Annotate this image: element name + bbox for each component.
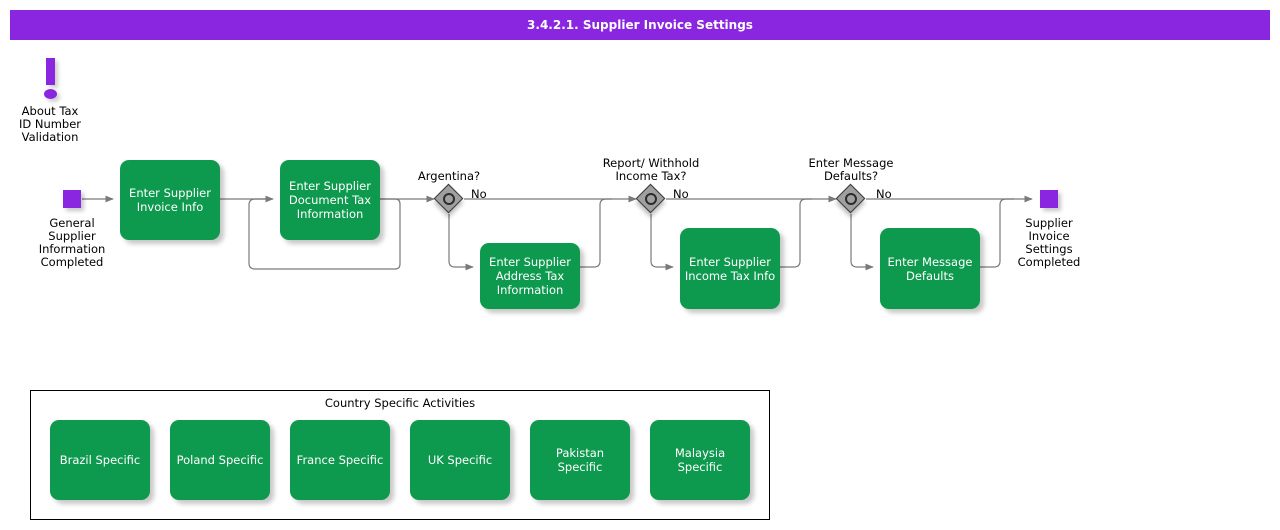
task-label: Enter Message Defaults: [887, 254, 973, 283]
flow-gw-income-tax-to-task: [650, 214, 674, 271]
task-label: Enter Supplier Invoice Info: [129, 186, 211, 214]
flow-gw-argentina-to-address-tax: [448, 214, 474, 271]
task-brazil-specific[interactable]: Brazil Specific: [50, 420, 150, 500]
end-event-supplier-invoice-settings-completed[interactable]: [1040, 190, 1058, 208]
page-title: 3.4.2.1. Supplier Invoice Settings: [527, 18, 753, 32]
task-uk-specific[interactable]: UK Specific: [410, 420, 510, 500]
task-label: Enter Supplier Income Tax Info: [684, 254, 776, 283]
task-poland-specific[interactable]: Poland Specific: [170, 420, 270, 500]
task-enter-supplier-invoice-info[interactable]: Enter Supplier Invoice Info: [120, 160, 220, 240]
start-event-label: General Supplier Information Completed: [38, 216, 106, 269]
end-event-label: Supplier Invoice Settings Completed: [1017, 216, 1081, 269]
country-specific-activities-group: [30, 390, 770, 520]
task-label: Enter Supplier Address Tax Information: [489, 255, 571, 297]
task-label: UK Specific: [427, 453, 493, 467]
exclamation-dot: [44, 89, 57, 99]
task-malaysia-specific[interactable]: Malaysia Specific: [650, 420, 750, 500]
gateway-argentina-flow-label-no: No: [471, 187, 487, 201]
task-label: Brazil Specific: [59, 453, 141, 467]
flow-income-tax-to-main: [780, 198, 812, 268]
gateway-argentina[interactable]: [433, 183, 464, 214]
task-france-specific[interactable]: France Specific: [290, 420, 390, 500]
task-label: Enter Supplier Document Tax Information: [288, 179, 372, 221]
gateway-inclusive-ring-icon: [645, 193, 657, 205]
task-pakistan-specific[interactable]: Pakistan Specific: [530, 420, 630, 500]
gateway-inclusive-ring-icon: [845, 193, 857, 205]
task-label: Pakistan Specific: [555, 446, 605, 474]
task-label: France Specific: [296, 453, 384, 467]
task-enter-supplier-document-tax-information[interactable]: Enter Supplier Document Tax Information: [280, 160, 380, 240]
gateway-report-withhold-income-tax[interactable]: [635, 183, 666, 214]
task-enter-supplier-address-tax-information[interactable]: Enter Supplier Address Tax Information: [480, 243, 580, 309]
task-enter-message-defaults[interactable]: Enter Message Defaults: [880, 228, 980, 309]
start-event-general-supplier-information-completed[interactable]: [63, 190, 81, 208]
gateway-income-tax-label: Report/ Withhold Income Tax?: [602, 156, 700, 183]
flow-gw-message-to-task: [850, 214, 874, 271]
task-label: Poland Specific: [176, 453, 264, 467]
flow-address-tax-to-main: [580, 198, 612, 268]
gateway-inclusive-ring-icon: [443, 193, 455, 205]
country-specific-activities-title: Country Specific Activities: [324, 396, 476, 410]
gateway-message-defaults-label: Enter Message Defaults?: [808, 156, 894, 183]
task-label: Malaysia Specific: [674, 446, 726, 474]
gateway-message-defaults-flow-label-no: No: [876, 187, 892, 201]
annotation-label: About Tax ID Number Validation: [18, 104, 82, 144]
gateway-income-tax-flow-label-no: No: [673, 187, 689, 201]
exclamation-bar: [46, 58, 55, 85]
gateway-enter-message-defaults[interactable]: [835, 183, 866, 214]
exclamation-icon: [38, 58, 64, 104]
task-enter-supplier-income-tax-info[interactable]: Enter Supplier Income Tax Info: [680, 228, 780, 309]
page-title-banner: 3.4.2.1. Supplier Invoice Settings: [10, 10, 1270, 40]
gateway-argentina-label: Argentina?: [417, 169, 481, 183]
